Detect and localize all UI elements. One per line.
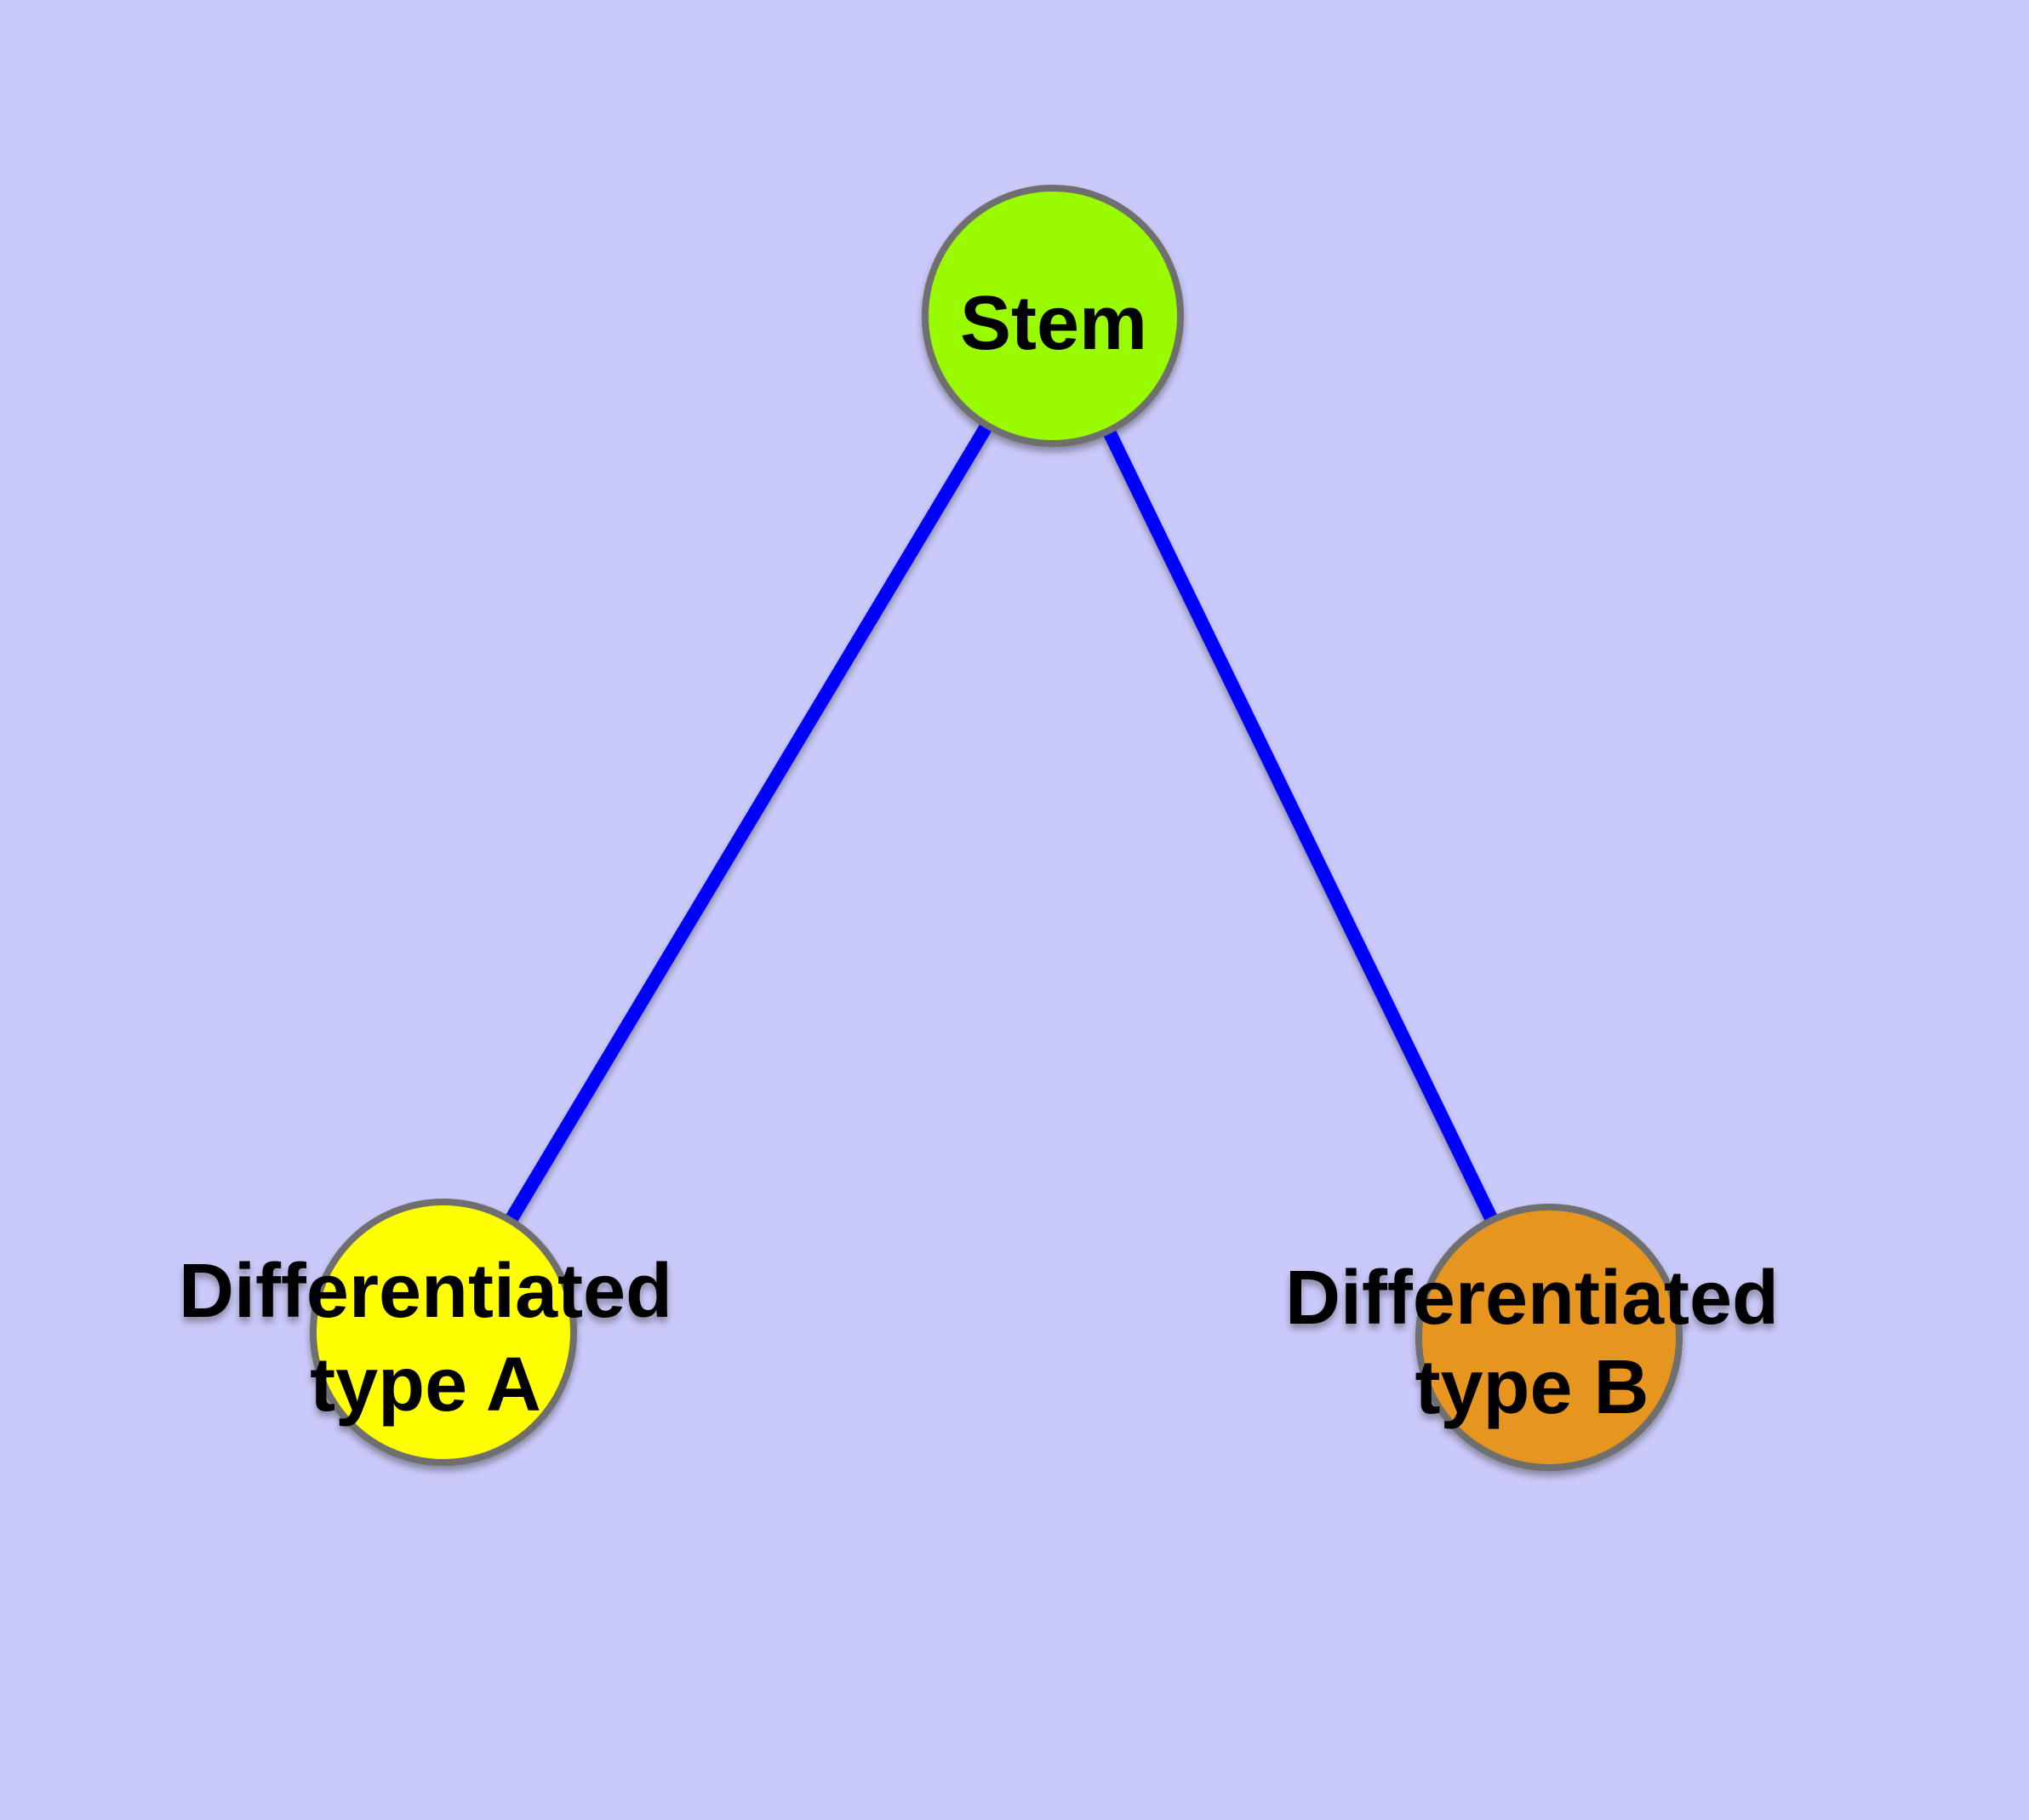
node-differentiated-type-a-label-line1: Differentiated — [179, 1249, 672, 1334]
node-differentiated-type-a: Differentiated type A — [179, 1199, 672, 1466]
edge-stem-to-type-b — [1046, 312, 1556, 1341]
node-differentiated-type-b-label-line2: type B — [1415, 1345, 1649, 1430]
node-differentiated-type-b-circle — [1415, 1204, 1683, 1471]
node-stem-label: Stem — [960, 281, 1147, 366]
node-differentiated-type-a-circle — [310, 1199, 577, 1466]
node-differentiated-type-b: Differentiated type B — [1285, 1204, 1779, 1471]
node-stem-circle — [922, 185, 1184, 447]
edge-stem-to-type-a — [437, 312, 1059, 1336]
node-differentiated-type-a-label-line2: type A — [310, 1342, 541, 1428]
node-stem: Stem — [922, 185, 1184, 447]
node-differentiated-type-b-label-line1: Differentiated — [1285, 1256, 1779, 1341]
diagram-content: Stem Differentiated type A Differentiate… — [179, 185, 1779, 1471]
